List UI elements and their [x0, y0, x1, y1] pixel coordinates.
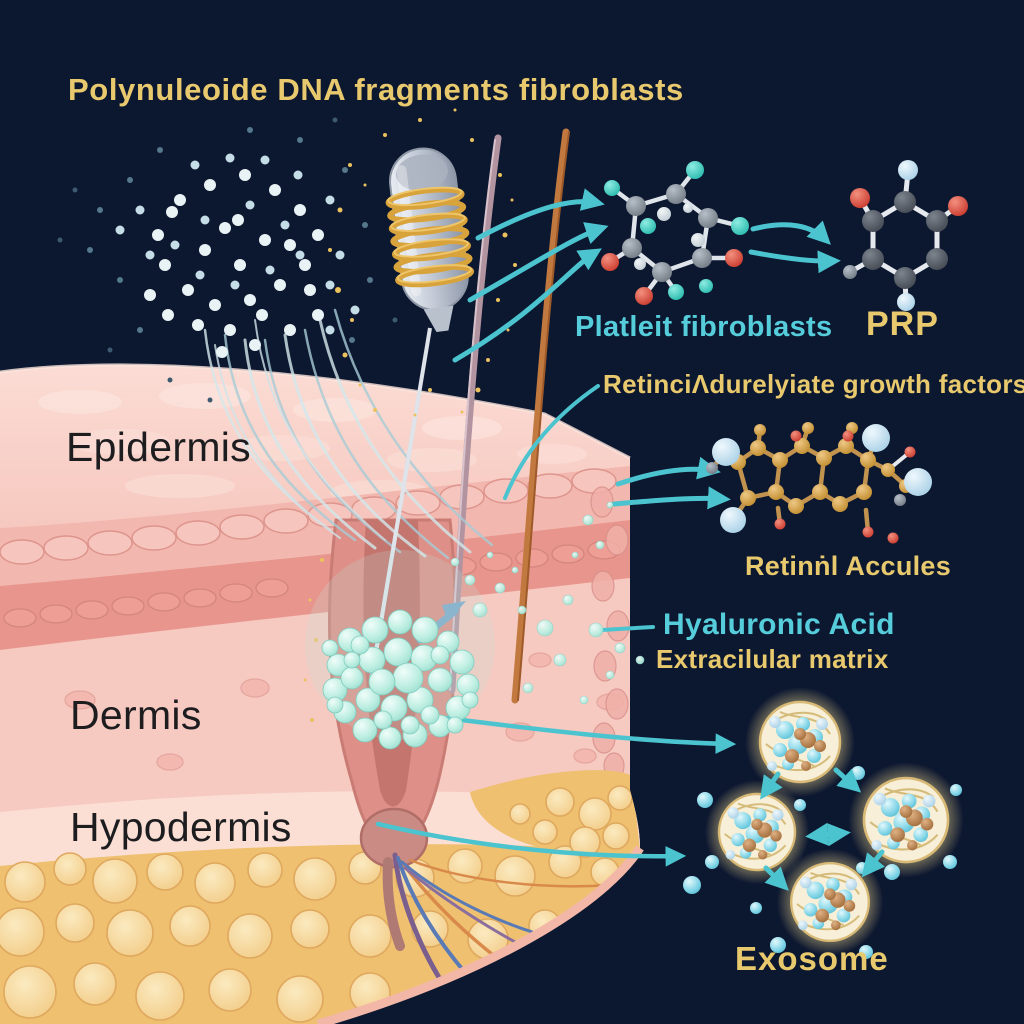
arrow-syringe-to-platelet-3 — [452, 248, 602, 363]
molecule-prp — [843, 160, 968, 311]
molecule-retinol — [706, 422, 932, 544]
label-hyaluronic-acid: Hyaluronic Acid — [663, 608, 895, 641]
arrow-dermis-to-exosome-1 — [427, 713, 737, 755]
diffusing-bubbles — [450, 501, 645, 705]
label-epidermis: Epidermis — [66, 424, 251, 470]
diagram-title: Polynuleoide DNA fragments fibroblasts — [68, 72, 684, 107]
gold-coil — [385, 186, 475, 288]
label-prp: PRP — [866, 305, 939, 343]
arrow-platelet-to-prp-bottom — [748, 249, 841, 274]
arrow-syringe-to-platelet-2 — [467, 222, 609, 303]
arrow-syringe-to-platelet-1 — [475, 188, 605, 241]
annotation-arrows — [375, 188, 841, 867]
skin-cross-section — [0, 363, 644, 1024]
hyaluronic-bubble-cluster — [305, 501, 645, 750]
leader-hyaluronic — [600, 625, 655, 632]
syringe — [303, 108, 517, 722]
arrow-skin-to-retinol-2 — [611, 486, 731, 510]
needle-icon — [374, 327, 432, 653]
basal-layer-band — [0, 520, 630, 650]
arrow-skin-to-retinol-1 — [615, 456, 721, 487]
leader-growth-factors — [503, 384, 600, 500]
arrow-platelet-to-prp-top — [750, 220, 831, 245]
label-exosome: Exosome — [735, 940, 889, 977]
exosome-satellite-bubbles — [683, 766, 962, 959]
label-dermis: Dermis — [70, 692, 202, 738]
label-hypodermis: Hypodermis — [70, 804, 292, 850]
dna-strands — [203, 308, 494, 560]
exosome-cluster — [683, 685, 966, 959]
molecule-platelet-fibroblasts — [601, 161, 749, 305]
polynucleotide-particle-cluster — [57, 117, 398, 403]
label-platelet-fibroblasts: Platleit fibroblasts — [575, 311, 833, 343]
label-retinol-molecules: Retinṅl Accules — [745, 551, 952, 581]
block-cut-rim — [316, 845, 644, 1024]
gold-sparkles — [303, 108, 517, 722]
label-extracellular-matrix: Extracilular matrix — [656, 644, 889, 674]
label-growth-factors: RetinciΛdurelyiate growth factors — [603, 369, 1024, 399]
arrow-hypodermis-to-exosome-2 — [375, 821, 687, 867]
